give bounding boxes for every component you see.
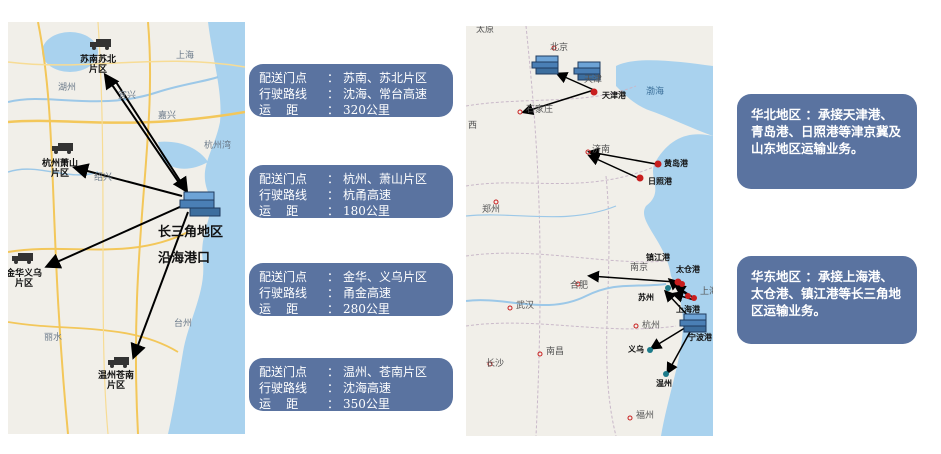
map-label-shanghai: 上海	[700, 287, 713, 297]
map-label-fuzhou: 福州	[636, 411, 655, 421]
port-label-ningbo: 宁波港	[688, 333, 712, 342]
route-box-wenzhou: 配送门点：温州、苍南片区 行驶路线：沈海高速 运 距：350公里	[249, 358, 453, 411]
map-label-lishui: 丽水	[44, 333, 63, 343]
map-label-jiaxing: 嘉兴	[158, 111, 177, 121]
district-label-sunan: 苏南苏北 片区	[80, 55, 117, 75]
hub-label-yangtze: 长三角地区	[158, 225, 224, 240]
district-label-hangzhou: 杭州萧山 片区	[42, 159, 79, 179]
port-label-shanghai: 上海港	[676, 305, 700, 314]
right-map-canvas	[466, 26, 713, 436]
container-icon	[531, 55, 559, 75]
map-label-beijing: 北京	[550, 43, 569, 53]
container-icon	[679, 313, 707, 333]
map-label-xi: 西	[468, 121, 478, 131]
region-text-north: 华北地区 ：承接天津港、青岛港、日照港等津京冀及山东地区运输业务。	[751, 107, 902, 156]
map-label-shijiazhuang: 石家庄	[526, 105, 554, 115]
port-label-yiwu: 义乌	[628, 345, 644, 354]
map-label-zhengzhou: 郑州	[482, 205, 501, 215]
container-icon	[573, 61, 601, 81]
map-label-jinan: 济南	[592, 145, 611, 155]
map-label-hangzhouwan: 杭州湾	[204, 141, 232, 151]
district-label-jinhua: 金华义乌 片区	[8, 269, 43, 289]
port-label-tianjin: 天津港	[602, 91, 626, 100]
left-map-canvas	[8, 22, 245, 434]
port-label-suzhou: 苏州	[638, 293, 654, 302]
region-box-north: 华北地区 ：承接天津港、青岛港、日照港等津京冀及山东地区运输业务。	[737, 94, 917, 189]
map-label-taizhou: 台州	[174, 319, 193, 329]
map-label-tianjin: 天津	[584, 75, 603, 85]
map-label-huzhou: 湖州	[58, 83, 77, 93]
right-map: 北京 天津 石家庄 济南 郑州 南京 合肥 武汉 南昌 长沙 杭州 福州 上海 …	[466, 26, 713, 436]
map-label-hangzhou: 杭州	[642, 321, 661, 331]
region-text-east: 华东地区 ：承接上海港、太仓港、镇江港等长三角地区运输业务。	[751, 269, 902, 318]
truck-icon	[52, 142, 74, 154]
route-box-jinhua: 配送门点：金华、义乌片区 行驶路线：甬金高速 运 距：280公里	[249, 263, 453, 316]
port-label-rizhao: 日照港	[648, 177, 672, 186]
hub-label-ports: 沿海港口	[158, 251, 211, 266]
map-label-changsha: 长沙	[486, 359, 505, 369]
region-box-east: 华东地区 ：承接上海港、太仓港、镇江港等长三角地区运输业务。	[737, 256, 917, 344]
port-label-huangdao: 黄岛港	[664, 159, 688, 168]
truck-icon	[90, 38, 112, 50]
port-label-zhenjiang: 镇江港	[646, 253, 670, 262]
map-label-taiyuan: 太原	[476, 26, 495, 35]
map-label-yixing: 宜兴	[118, 91, 137, 101]
district-label-wenzhou: 温州苍南 片区	[98, 371, 135, 391]
map-label-hefei: 合肥	[570, 281, 589, 291]
map-label-shanghai: 上海	[176, 51, 195, 61]
route-box-sunan: 配送门点：苏南、苏北片区 行驶路线：沈海、常台高速 运 距：320公里	[249, 64, 453, 117]
route-box-hangzhou: 配送门点：杭州、萧山片区 行驶路线：杭甬高速 运 距：180公里	[249, 165, 453, 218]
container-hub-icon	[179, 191, 221, 217]
map-label-nanchang: 南昌	[546, 347, 565, 357]
truck-icon	[12, 252, 34, 264]
map-label-shaoxing: 绍兴	[94, 173, 113, 183]
map-label-bohai: 渤海	[646, 87, 665, 97]
map-label-wuhan: 武汉	[516, 301, 535, 311]
port-label-wenzhou: 温州	[656, 379, 672, 388]
map-label-nanjing: 南京	[630, 263, 649, 273]
truck-icon	[108, 356, 130, 368]
port-label-taicang: 太仓港	[676, 265, 700, 274]
left-map: 上海 杭州湾 湖州 绍兴 台州 丽水 宜兴 嘉兴 苏南苏北 片区 杭州萧山 片区…	[8, 22, 245, 434]
